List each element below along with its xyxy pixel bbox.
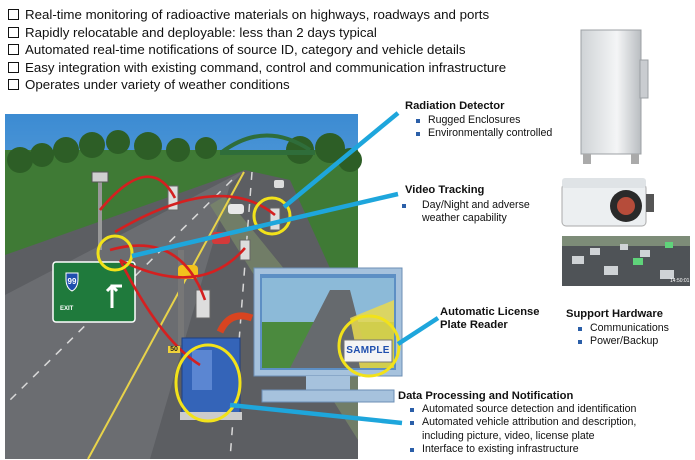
list-item: Automated vehicle attribution and descri… xyxy=(408,416,668,443)
speed-sign: 50 xyxy=(168,346,180,353)
radiation-detector-list: Rugged Enclosures Environmentally contro… xyxy=(414,114,552,141)
exit-sign-label: EXIT xyxy=(60,306,74,312)
traffic-camera-thumbnail xyxy=(562,236,690,286)
list-item: Communications xyxy=(576,322,669,335)
checkbox-icon xyxy=(8,26,19,38)
signal-paths xyxy=(99,175,276,367)
feature-item: Operates under variety of weather condit… xyxy=(8,76,506,94)
enclosure-photo xyxy=(580,29,649,164)
feature-item: Rapidly relocatable and deployable: less… xyxy=(8,24,506,42)
list-item: Automated source detection and identific… xyxy=(408,403,668,416)
camera-photo xyxy=(561,178,654,227)
alpr-title-line1: Automatic License xyxy=(440,306,540,318)
license-plate-text: SAMPLE xyxy=(346,345,390,356)
video-tracking-list: Day/Night and adverse weather capability xyxy=(400,199,550,226)
feature-item: Easy integration with existing command, … xyxy=(8,59,506,77)
callout-lines xyxy=(131,111,440,426)
checkbox-icon xyxy=(8,79,19,91)
list-item: Rugged Enclosures xyxy=(414,114,552,127)
video-tracking-title: Video Tracking xyxy=(405,184,485,196)
feature-item: Automated real-time notifications of sou… xyxy=(8,41,506,59)
support-hardware-list: Communications Power/Backup xyxy=(576,322,669,349)
checkbox-icon xyxy=(8,9,19,20)
alpr-title-line2: Plate Reader xyxy=(440,319,508,331)
list-item: Day/Night and adverse weather capability xyxy=(400,199,550,226)
list-item: Environmentally controlled xyxy=(414,127,552,140)
list-item: Interface to existing infrastructure xyxy=(408,443,668,456)
feature-list: Real-time monitoring of radioactive mate… xyxy=(8,6,506,94)
radiation-detector-title: Radiation Detector xyxy=(405,100,505,112)
data-processing-title: Data Processing and Notification xyxy=(398,390,574,402)
feature-item: Real-time monitoring of radioactive mate… xyxy=(8,6,506,24)
highlight-circles xyxy=(96,196,401,423)
support-hardware-title: Support Hardware xyxy=(566,308,663,320)
highway-shield-number: 99 xyxy=(67,277,77,286)
data-processing-list: Automated source detection and identific… xyxy=(408,403,668,457)
list-item: Power/Backup xyxy=(576,335,669,348)
checkbox-icon xyxy=(8,61,19,73)
camera-timestamp: 14:50:01 xyxy=(670,278,690,284)
checkbox-icon xyxy=(8,44,19,56)
